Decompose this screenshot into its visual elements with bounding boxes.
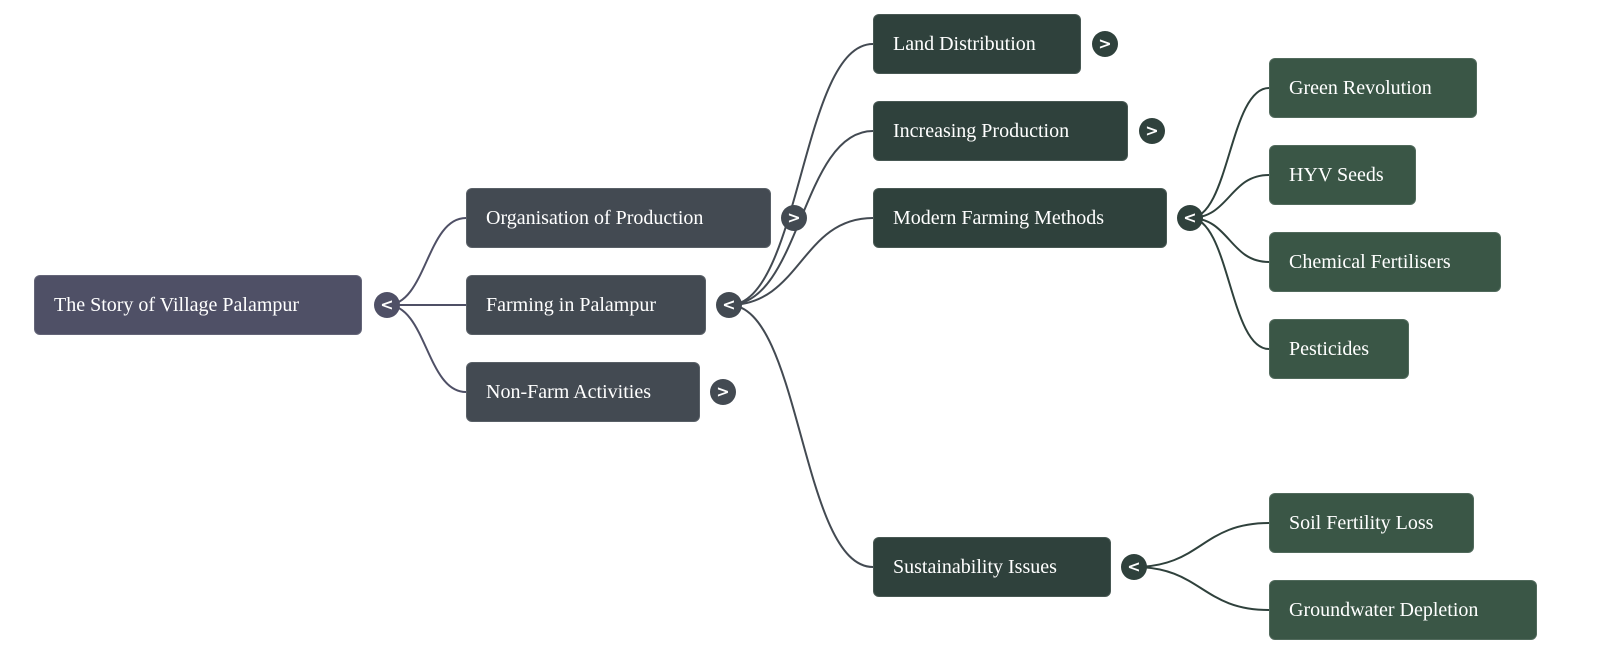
edge-farming-modern [728,217,874,306]
node-increasing-production[interactable]: Increasing Production [873,101,1128,161]
expand-toggle-icon[interactable]: > [781,205,807,231]
node-land-distribution[interactable]: Land Distribution [873,14,1081,74]
node-root[interactable]: The Story of Village Palampur [34,275,362,335]
expand-toggle-icon[interactable]: > [1092,31,1118,57]
collapse-toggle-icon[interactable]: < [374,292,400,318]
edge-farming-land [728,43,874,306]
node-farming-in-palampur[interactable]: Farming in Palampur [466,275,706,335]
node-organisation-of-production[interactable]: Organisation of Production [466,188,771,248]
collapse-toggle-icon[interactable]: < [716,292,742,318]
edge-modern-chemical [1189,217,1270,263]
edge-sustain-soil [1133,522,1270,568]
node-soil-fertility-loss[interactable]: Soil Fertility Loss [1269,493,1474,553]
node-modern-farming-methods[interactable]: Modern Farming Methods [873,188,1167,248]
collapse-toggle-icon[interactable]: < [1121,554,1147,580]
edge-root-nonfarm [386,304,467,393]
node-green-revolution[interactable]: Green Revolution [1269,58,1477,118]
edge-sustain-groundwater [1133,566,1270,611]
expand-toggle-icon[interactable]: > [710,379,736,405]
expand-toggle-icon[interactable]: > [1139,118,1165,144]
node-non-farm-activities[interactable]: Non-Farm Activities [466,362,700,422]
node-pesticides[interactable]: Pesticides [1269,319,1409,379]
edge-modern-green [1189,87,1270,219]
collapse-toggle-icon[interactable]: < [1177,205,1203,231]
node-sustainability-issues[interactable]: Sustainability Issues [873,537,1111,597]
node-chemical-fertilisers[interactable]: Chemical Fertilisers [1269,232,1501,292]
edge-root-organisation [386,217,467,306]
edge-farming-sustain [728,304,874,568]
edge-modern-pesticides [1189,217,1270,350]
node-groundwater-depletion[interactable]: Groundwater Depletion [1269,580,1537,640]
edge-modern-hyv [1189,174,1270,219]
node-hyv-seeds[interactable]: HYV Seeds [1269,145,1416,205]
